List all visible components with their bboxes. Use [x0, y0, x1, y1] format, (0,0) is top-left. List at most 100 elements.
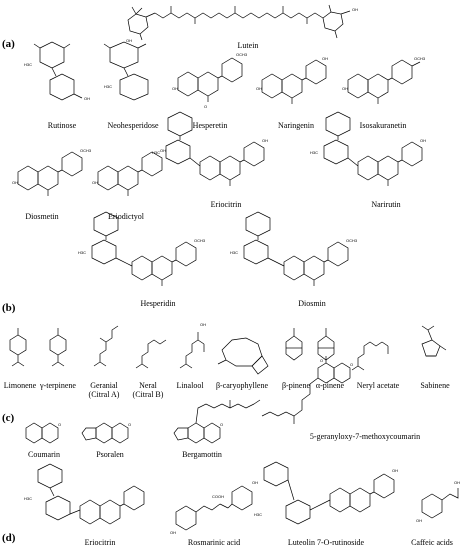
diosmetin-label: Diosmetin	[25, 212, 59, 221]
svg-text:H3C: H3C	[254, 512, 262, 517]
svg-text:H3C: H3C	[152, 150, 160, 155]
geranial-alt-label: (Citral A)	[88, 390, 120, 399]
terpinene-structure	[49, 328, 67, 367]
section-c-label: (c)	[2, 412, 15, 424]
eriocitrin-label: Eriocitrin	[210, 200, 242, 209]
rosmarinic-acid-structure	[175, 485, 253, 531]
sabinene-structure	[421, 325, 447, 357]
svg-text:OCH3: OCH3	[236, 52, 248, 57]
lutein-label: Lutein	[237, 41, 259, 50]
svg-text:OH: OH	[256, 86, 262, 91]
svg-text:OH: OH	[252, 480, 258, 485]
narirutin-structure	[323, 111, 423, 186]
geranyloxy-coumarin-structure	[261, 356, 351, 424]
svg-text:H3C: H3C	[310, 150, 318, 155]
eriodictyol-label: Eriodictyol	[108, 212, 144, 221]
apinene-structure	[317, 328, 335, 361]
svg-text:OH: OH	[12, 180, 18, 185]
svg-text:OH: OH	[262, 138, 268, 143]
section-b-label: (b)	[2, 302, 16, 314]
svg-text:O: O	[350, 362, 353, 367]
limonene-structure	[9, 328, 27, 367]
svg-text:OH: OH	[126, 38, 132, 43]
svg-text:H3C: H3C	[24, 62, 32, 67]
bpinene-structure	[285, 328, 303, 361]
neryl-acetate-label: Neryl acetate	[356, 381, 400, 390]
hesperetin-structure	[177, 57, 243, 102]
section-d-label: (d)	[2, 532, 16, 544]
svg-text:OH: OH	[92, 180, 98, 185]
svg-text:H3C: H3C	[104, 84, 112, 89]
neral-structure	[135, 339, 167, 369]
linalool-label: Linalool	[176, 381, 204, 390]
rutinose-structure	[33, 41, 83, 101]
svg-text:OCH3: OCH3	[80, 148, 92, 153]
neohesperidose-label: Neohesperidose	[107, 121, 159, 130]
svg-text:OH: OH	[352, 7, 358, 12]
caffeic-acid-structure	[421, 488, 459, 519]
neohesperidose-structure	[103, 41, 149, 101]
caryophyllene-label: β-caryophyllene	[215, 381, 269, 390]
narirutin-label: Narirutin	[371, 200, 401, 209]
geranyloxy-coumarin-label: 5-geranyloxy-7-methoxycoumarin	[309, 432, 421, 441]
svg-text:O: O	[320, 358, 323, 363]
section-a-label: (a)	[2, 38, 15, 50]
bergamottin-structure	[173, 399, 261, 444]
svg-text:OH: OH	[392, 468, 398, 473]
caryophyllene-structure	[217, 337, 269, 375]
svg-text:OCH3: OCH3	[194, 238, 206, 243]
diosmetin-structure	[17, 151, 83, 196]
atom-labels: OH OH H3C OH H3C OH OCH3 O OH OH OH OCH3…	[12, 7, 460, 535]
apinene-label: α-pinene	[315, 381, 345, 390]
diosmin-structure	[243, 211, 349, 286]
hesperidin-structure	[91, 211, 197, 286]
naringenin-label: Naringenin	[278, 121, 314, 130]
svg-text:OH: OH	[172, 86, 178, 91]
svg-text:O: O	[128, 422, 131, 427]
svg-text:OH: OH	[454, 480, 460, 485]
coumarin-structure	[25, 422, 59, 444]
svg-text:O: O	[58, 422, 61, 427]
limonene-label: Limonene	[3, 381, 37, 390]
luteolin-rutinoside-label: Luteolin 7-O-rutinoside	[287, 538, 365, 547]
svg-text:OCH3: OCH3	[414, 56, 426, 61]
svg-text:OH: OH	[342, 86, 348, 91]
svg-text:OH: OH	[84, 96, 90, 101]
rutinose-label: Rutinose	[47, 121, 77, 130]
caffeic-acids-label: Caffeic acids	[411, 538, 453, 547]
eriocitrin-d-label: Eriocitrin	[84, 538, 116, 547]
neryl-acetate-structure	[351, 341, 389, 371]
neral-alt-label: (Citral B)	[132, 390, 164, 399]
lutein-structure	[127, 4, 351, 41]
bpinene-label: β-pinene	[281, 381, 311, 390]
eriodictyol-structure	[97, 151, 163, 196]
bergamottin-label: Bergamottin	[182, 450, 222, 459]
rosmarinic-acid-label: Rosmarinic acid	[187, 538, 241, 547]
luteolin-rutinoside-structure	[263, 461, 395, 525]
svg-text:OH: OH	[170, 530, 176, 535]
geranial-structure	[93, 325, 119, 367]
isosakuranetin-structure	[347, 59, 421, 104]
svg-text:O: O	[220, 422, 223, 427]
eriocitrin-structure-d	[37, 463, 145, 525]
svg-text:H3C: H3C	[230, 250, 238, 255]
svg-text:OCH3: OCH3	[346, 238, 358, 243]
svg-text:H3C: H3C	[24, 496, 32, 501]
isosakuranetin-label: Isosakuranetin	[359, 121, 407, 130]
naringenin-structure	[261, 59, 327, 104]
hesperidin-label: Hesperidin	[140, 299, 176, 308]
psoralen-structure	[81, 422, 129, 444]
svg-text:OH: OH	[200, 322, 206, 327]
svg-text:H3C: H3C	[78, 250, 86, 255]
eriocitrin-structure-a	[165, 111, 265, 186]
svg-text:OH: OH	[416, 518, 422, 523]
neral-label: Neral	[139, 381, 157, 390]
psoralen-label: Psoralen	[96, 450, 124, 459]
linalool-structure	[179, 332, 205, 369]
svg-text:OH: OH	[420, 138, 426, 143]
coumarin-label: Coumarin	[28, 450, 60, 459]
svg-text:O: O	[204, 104, 207, 109]
geranial-label: Geranial	[90, 381, 118, 390]
